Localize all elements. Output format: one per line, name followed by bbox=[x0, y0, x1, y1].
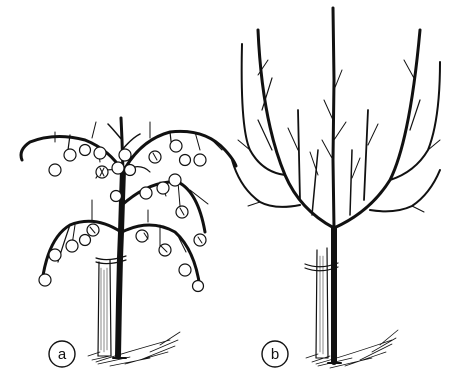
ground-shadow-a bbox=[88, 332, 180, 366]
branches-a bbox=[21, 118, 236, 288]
label-a: a bbox=[58, 346, 67, 363]
stake-b bbox=[316, 248, 328, 358]
label-b: b bbox=[271, 346, 279, 363]
tree-b bbox=[232, 8, 440, 368]
tree-a bbox=[21, 118, 236, 367]
stake-a bbox=[98, 260, 111, 356]
branches-b bbox=[232, 8, 440, 228]
